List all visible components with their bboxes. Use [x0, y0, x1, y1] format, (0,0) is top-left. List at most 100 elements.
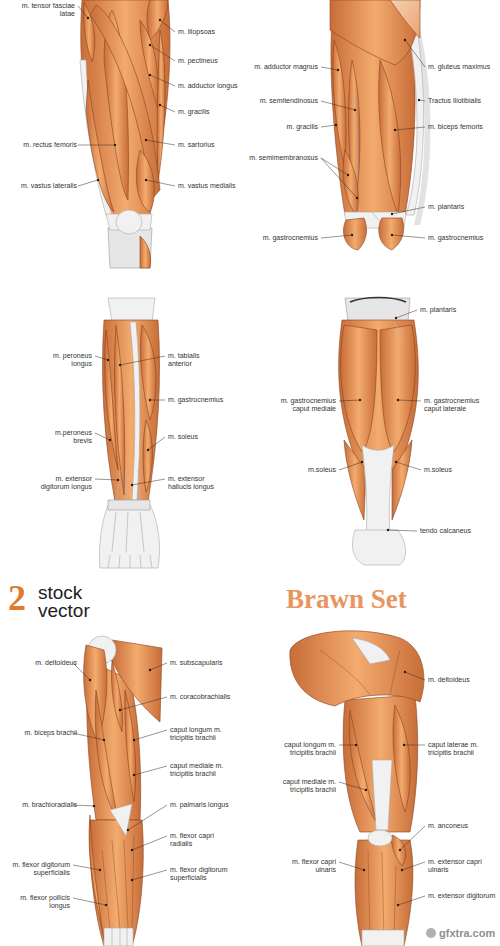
leader-line: [321, 235, 352, 238]
leader-line: [397, 399, 421, 401]
leader-dot: [133, 774, 135, 776]
leader-dot: [145, 179, 147, 181]
muscle-label: m. biceps brachii: [2, 729, 77, 737]
muscle-label: m. gastrocnemius: [168, 396, 243, 404]
leader-line: [133, 766, 167, 776]
leader-line: [146, 140, 175, 145]
muscle-label: m. vastus lateralis: [2, 182, 77, 190]
leader-dot: [114, 144, 116, 146]
muscle-label: m.peroneus brevis: [48, 429, 92, 445]
leader-line: [146, 180, 175, 186]
leader-line: [73, 733, 104, 740]
leader-dot: [109, 439, 111, 441]
leader-line: [150, 663, 167, 670]
muscle-label: m. soleus: [168, 433, 243, 441]
leader-dot: [399, 849, 401, 851]
leader-line: [120, 356, 165, 365]
leader-dot: [391, 213, 393, 215]
muscle-label: m.soleus: [424, 466, 488, 474]
leader-line: [149, 663, 167, 671]
leader-dot: [119, 364, 121, 366]
leader-line: [134, 730, 167, 740]
leader-dot: [131, 484, 133, 486]
set-title: Brawn Set: [286, 584, 476, 614]
leader-dot: [145, 139, 147, 141]
leader-dot: [354, 109, 356, 111]
posterior-leg: [339, 298, 419, 566]
muscle-label: caput mediale m. tricipitis brachii: [264, 778, 336, 794]
leader-line: [131, 836, 167, 851]
muscle-label: m. plantaris: [420, 306, 490, 314]
leader-dot: [404, 671, 406, 673]
muscle-label: m. extensor digitorum: [428, 892, 496, 900]
leader-dot: [149, 669, 151, 671]
leader-dot: [149, 44, 151, 46]
leader-line: [405, 672, 425, 680]
muscle-label: m. pectineus: [178, 57, 253, 65]
leader-dot: [147, 449, 149, 451]
muscle-label: caput longum m. tricipitis brachii: [170, 726, 242, 742]
logo-digit: 2: [8, 580, 38, 616]
leader-line: [128, 805, 167, 830]
leader-dot: [337, 69, 339, 71]
muscle-label: m. deltoideus: [2, 659, 77, 667]
leader-dot: [365, 789, 367, 791]
muscle-label: caput laterae m. tricipitis brachii: [428, 741, 496, 757]
muscle-label: m. palmaris longus: [170, 801, 245, 809]
leader-line: [73, 865, 100, 870]
leader-line: [402, 862, 425, 870]
muscle-label: m. gastrocnemius caput mediale: [276, 397, 336, 413]
muscle-label: m. flexor digitorum superficialis: [170, 866, 238, 882]
leader-line: [127, 805, 167, 831]
leader-line: [404, 39, 425, 67]
leader-line: [95, 479, 118, 480]
leader-line: [73, 898, 107, 906]
muscle-label: m. gluteus maximus: [428, 63, 496, 71]
leader-dot: [119, 709, 121, 711]
leader-dot: [356, 197, 358, 199]
leader-line: [321, 234, 353, 238]
leader-line: [119, 356, 165, 366]
leader-dot: [397, 904, 399, 906]
leader-line: [78, 145, 115, 146]
leader-line: [321, 124, 337, 127]
muscle-label: m. sartorius: [178, 141, 253, 149]
leader-line: [321, 101, 356, 111]
muscle-label: m. deltoideus: [428, 676, 496, 684]
leader-dot: [361, 461, 363, 463]
leader-dot: [335, 124, 337, 126]
leader-line: [73, 733, 105, 741]
leader-dot: [149, 74, 151, 76]
leader-line: [397, 896, 425, 906]
leader-line: [120, 697, 167, 710]
muscle-label: caput longum m. tricipitis brachii: [264, 741, 336, 757]
leader-line: [405, 40, 425, 67]
leader-line: [339, 862, 365, 871]
leader-dot: [387, 529, 389, 531]
muscle-label: m. gracilis: [243, 123, 318, 131]
muscle-label: m. extensor hallucis longus: [168, 475, 220, 491]
leader-line: [392, 235, 425, 238]
leader-line: [391, 207, 425, 215]
leader-dot: [87, 17, 89, 19]
leader-line: [321, 125, 336, 127]
leader-dot: [391, 234, 393, 236]
leader-line: [394, 127, 425, 131]
leader-line: [134, 766, 167, 775]
leader-line: [339, 461, 363, 470]
leader-line: [395, 127, 425, 130]
leader-line: [131, 870, 167, 881]
muscle-label: m. semitendinosus: [243, 97, 318, 105]
leader-line: [321, 158, 357, 198]
leader-dot: [351, 234, 353, 236]
leader-dot: [397, 399, 399, 401]
leader-dot: [89, 679, 91, 681]
leader-dot: [404, 39, 406, 41]
muscle-label: m. plantaris: [428, 203, 496, 211]
leader-dot: [395, 317, 397, 319]
leader-line: [418, 99, 425, 101]
anterior-arm: [84, 636, 162, 946]
leader-line: [160, 105, 175, 112]
leader-line: [78, 179, 99, 186]
muscle-label: m. gastrocnemius caput laterale: [424, 397, 488, 413]
